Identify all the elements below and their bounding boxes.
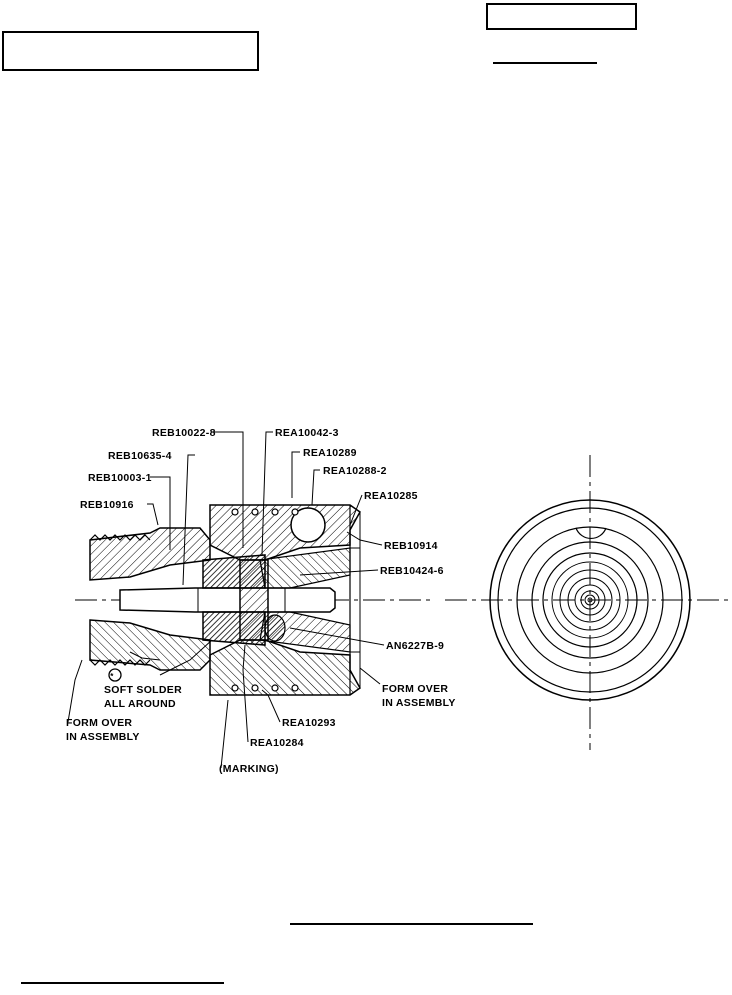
header-box-right <box>486 3 637 30</box>
label-form-over-left-2: IN ASSEMBLY <box>66 731 140 743</box>
thread-upper <box>89 534 151 541</box>
note-symbol: * <box>110 672 114 681</box>
label-rea10288-2: REA10288-2 <box>323 465 387 477</box>
label-reb10022-8: REB10022-8 <box>152 427 216 439</box>
end-view <box>445 455 732 750</box>
label-form-over-left-1: FORM OVER <box>66 717 132 729</box>
label-marking: (MARKING) <box>219 763 279 775</box>
part-labels: REB10022-8 REA10042-3 REB10635-4 REA1028… <box>66 427 456 775</box>
label-reb10916: REB10916 <box>80 499 134 511</box>
ball-detent <box>290 507 326 543</box>
label-soft-solder-2: ALL AROUND <box>104 698 176 710</box>
label-rea10289: REA10289 <box>303 447 357 459</box>
label-rea10293: REA10293 <box>282 717 336 729</box>
label-an6227b-9: AN6227B-9 <box>386 640 444 652</box>
caption-rule <box>290 923 533 925</box>
left-body-upper <box>89 527 211 581</box>
label-rea10285: REA10285 <box>364 490 418 502</box>
label-form-over-right-1: FORM OVER <box>382 683 448 695</box>
label-reb10635-4: REB10635-4 <box>108 450 172 462</box>
contact-pin <box>119 587 336 613</box>
section-view <box>67 431 435 769</box>
left-body-lower <box>89 619 211 671</box>
label-soft-solder-1: SOFT SOLDER <box>104 684 182 696</box>
thread-lower <box>89 659 151 666</box>
header-rule-right <box>493 62 597 64</box>
label-reb10003-1: REB10003-1 <box>88 472 152 484</box>
footer-rule <box>21 982 224 984</box>
label-form-over-right-2: IN ASSEMBLY <box>382 697 456 709</box>
label-rea10284: REA10284 <box>250 737 304 749</box>
header-box-left <box>2 31 259 71</box>
label-rea10042-3: REA10042-3 <box>275 427 339 439</box>
label-reb10914: REB10914 <box>384 540 438 552</box>
label-reb10424-6: REB10424-6 <box>380 565 444 577</box>
